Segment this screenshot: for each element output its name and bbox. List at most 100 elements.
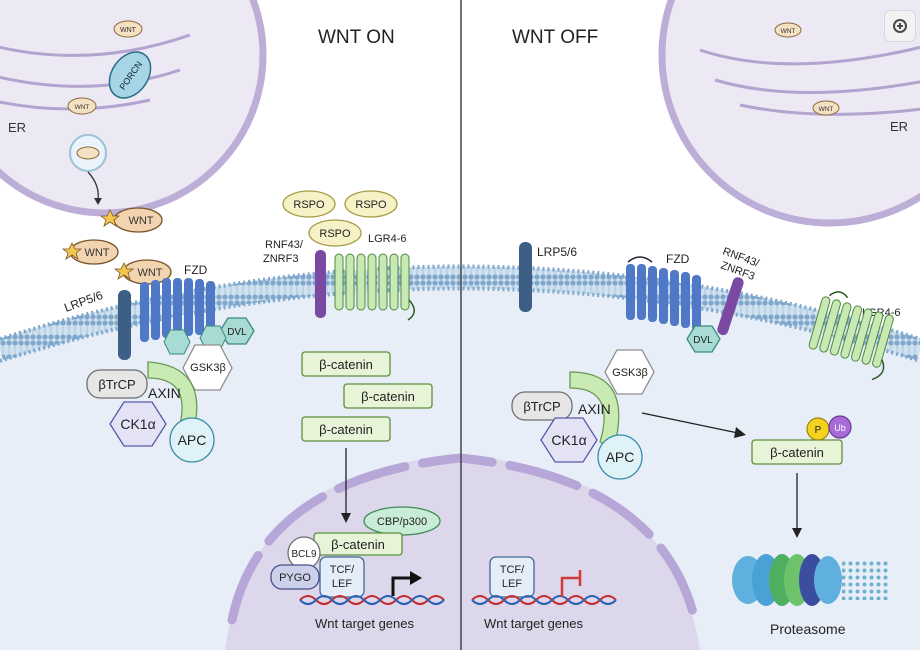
apc-left: APC	[169, 417, 215, 463]
svg-text:RSPO: RSPO	[355, 199, 387, 211]
svg-text:WNT: WNT	[781, 28, 796, 35]
dvl-left: DVL	[163, 317, 255, 355]
svg-text:APC: APC	[606, 449, 635, 465]
btrcp-left: βTrCP	[86, 369, 148, 399]
wnt-in-er-right-1: WNT	[774, 22, 802, 38]
rspo-1: RSPO	[282, 190, 336, 218]
bcatenin-nuclear: β-catenin	[313, 532, 403, 556]
fzd-label-right: FZD	[666, 252, 690, 266]
zoom-in-icon	[893, 19, 907, 33]
svg-text:PYGO: PYGO	[279, 572, 311, 584]
wnt-secreted-2: WNT	[61, 239, 119, 265]
lgr-label-left: LGR4-6	[368, 233, 407, 245]
svg-text:β-catenin: β-catenin	[770, 445, 824, 460]
svg-text:WNT: WNT	[128, 215, 153, 227]
heading-wnt-off: WNT OFF	[512, 27, 598, 48]
ck1a-right: CK1α	[540, 417, 598, 463]
bcatenin-2: β-catenin	[343, 383, 433, 409]
wnt-in-er-right-2: WNT	[812, 100, 840, 116]
dna-left	[299, 595, 445, 605]
svg-text:BCL9: BCL9	[291, 549, 316, 560]
ck1a-left: CK1α	[109, 401, 167, 447]
target-genes-label-left: Wnt target genes	[315, 616, 414, 631]
svg-text:Ub: Ub	[834, 423, 846, 433]
svg-text:β-catenin: β-catenin	[331, 537, 385, 552]
rnf43-left	[315, 250, 326, 318]
peptide-fragments	[842, 560, 890, 600]
axin-label-left: AXIN	[148, 385, 181, 401]
rnf43-right	[717, 277, 744, 336]
svg-text:RSPO: RSPO	[319, 228, 351, 240]
tcf-lef-right: TCF/ LEF	[489, 556, 535, 598]
plasma-membrane	[0, 266, 920, 361]
svg-text:WNT: WNT	[137, 267, 162, 279]
zoom-in-button[interactable]	[884, 10, 916, 42]
svg-text:βTrCP: βTrCP	[523, 399, 560, 414]
rnf43-label-left: RNF43/	[265, 239, 304, 251]
svg-text:β-catenin: β-catenin	[361, 389, 415, 404]
phospho-tag: P	[806, 417, 830, 441]
rspo-3: RSPO	[308, 219, 362, 247]
svg-text:GSK3β: GSK3β	[190, 362, 226, 374]
fzd-label-left: FZD	[184, 263, 208, 277]
bcatenin-3: β-catenin	[301, 416, 391, 442]
er-label-left: ER	[8, 120, 26, 135]
svg-text:WNT: WNT	[75, 104, 90, 111]
svg-text:TCF/: TCF/	[500, 564, 525, 576]
proteasome	[732, 554, 842, 606]
lrp-receptor-left	[118, 290, 131, 360]
dvl-right: DVL	[686, 325, 721, 353]
cbp-p300: CBP/p300	[363, 506, 441, 536]
svg-text:β-catenin: β-catenin	[319, 422, 373, 437]
ubiquitin-tag: Ub	[828, 415, 852, 439]
svg-text:WNT: WNT	[84, 247, 109, 259]
svg-text:WNT: WNT	[120, 27, 137, 34]
wnt-bound: WNT	[113, 259, 172, 285]
lrp-receptor-right	[519, 242, 532, 312]
wnt-palmitoylated-1: WNT	[67, 97, 97, 115]
svg-text:CBP/p300: CBP/p300	[377, 516, 427, 528]
rspo-2: RSPO	[344, 190, 398, 218]
wnt-in-er: WNT	[113, 20, 143, 38]
er-right	[658, 0, 920, 227]
svg-text:GSK3β: GSK3β	[612, 367, 648, 379]
bcatenin-phospho: β-catenin	[751, 439, 843, 465]
transcription-arrow	[391, 576, 412, 596]
axin-label-right: AXIN	[578, 401, 611, 417]
svg-text:RSPO: RSPO	[293, 199, 325, 211]
svg-text:DVL: DVL	[227, 327, 247, 338]
porcn: PORCN	[108, 51, 152, 99]
proteasome-label: Proteasome	[770, 621, 846, 637]
svg-text:LEF: LEF	[502, 578, 522, 590]
fzd-receptor-right	[626, 256, 701, 331]
svg-text:P: P	[815, 425, 822, 436]
wnt-secreted-1: WNT	[99, 207, 163, 233]
znrf3-label-left: ZNRF3	[263, 253, 298, 265]
wnt-vesicle	[69, 134, 107, 172]
gsk3b-left: GSK3β	[182, 344, 233, 391]
bcatenin-1: β-catenin	[301, 351, 391, 377]
bcl9: BCL9	[287, 536, 321, 570]
svg-text:TCF/: TCF/	[330, 564, 355, 576]
target-genes-label-right: Wnt target genes	[484, 616, 583, 631]
svg-text:CK1α: CK1α	[120, 416, 155, 432]
lgr-left	[334, 253, 415, 321]
svg-text:CK1α: CK1α	[551, 432, 586, 448]
btrcp-right: βTrCP	[511, 391, 573, 421]
svg-text:APC: APC	[178, 432, 207, 448]
fzd-receptor-left	[140, 278, 215, 342]
svg-text:LEF: LEF	[332, 578, 352, 590]
svg-text:DVL: DVL	[693, 335, 713, 346]
er-left	[0, 0, 267, 217]
dna-right	[471, 595, 617, 605]
gsk3b-right: GSK3β	[604, 349, 655, 395]
svg-text:βTrCP: βTrCP	[98, 377, 135, 392]
lrp-label-right: LRP5/6	[537, 245, 577, 259]
svg-text:WNT: WNT	[819, 106, 834, 113]
repression-symbol	[560, 570, 582, 597]
heading-wnt-on: WNT ON	[318, 27, 395, 48]
lgr-right	[808, 291, 894, 381]
er-label-right: ER	[890, 119, 908, 134]
